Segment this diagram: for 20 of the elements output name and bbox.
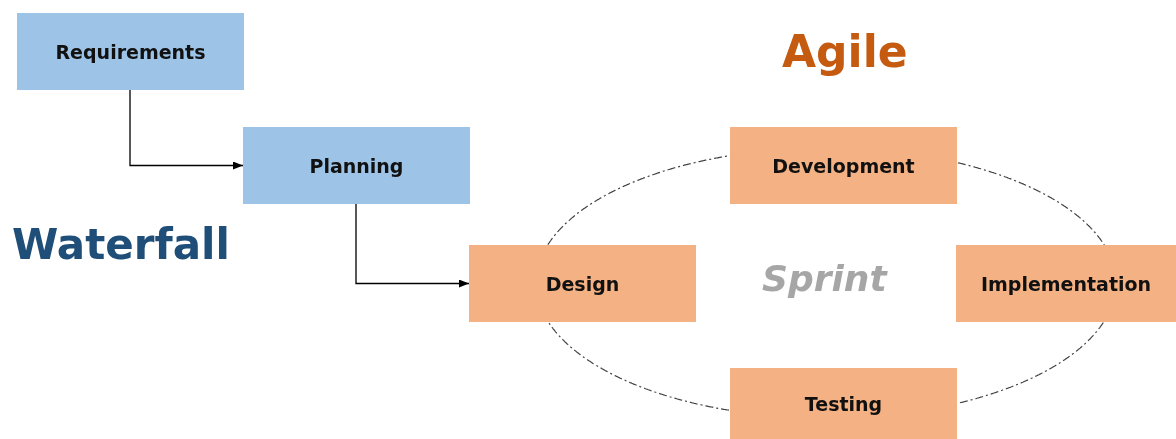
dash-dot-arc (957, 162, 1105, 246)
arrow (129, 89, 244, 170)
process-box (956, 245, 1176, 322)
process-box (243, 127, 470, 204)
process-box (730, 368, 957, 439)
center-label: Sprint (762, 258, 887, 299)
dash-dot-arc (957, 321, 1104, 404)
process-box (469, 245, 696, 322)
box-label: Planning (309, 154, 404, 177)
box-label: Development (772, 154, 915, 177)
box-label: Implementation (980, 272, 1152, 295)
heading: Agile (782, 26, 908, 77)
box-label: Design (545, 272, 620, 295)
box-label: Requirements (55, 40, 206, 63)
arrow (355, 203, 470, 288)
box-label: Testing (804, 392, 883, 415)
process-box (730, 127, 957, 204)
dash-dot-arc (547, 321, 730, 411)
heading: Waterfall (12, 220, 230, 269)
process-box (17, 13, 244, 90)
